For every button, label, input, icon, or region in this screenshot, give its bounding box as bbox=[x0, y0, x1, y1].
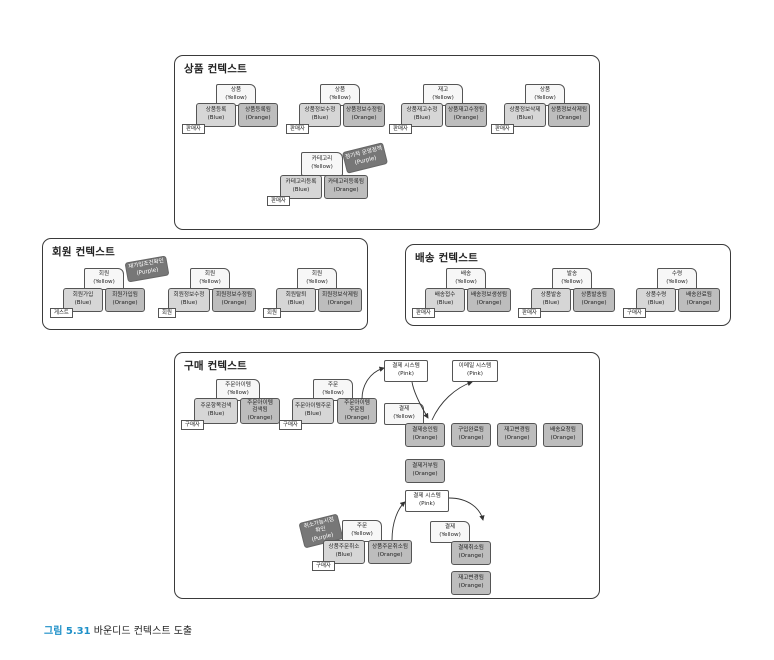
member-context-title: 회원 컨텍스트 bbox=[52, 246, 116, 258]
event-card: 결제취소됨 (Orange) bbox=[451, 541, 491, 565]
external-system-card: 결제 시스템 (Pink) bbox=[405, 490, 449, 512]
actor-label: 구매자 bbox=[181, 420, 204, 430]
aggregate-card: 회원 (Yellow) bbox=[84, 268, 124, 290]
actor-label: 구매자 bbox=[312, 561, 335, 571]
event-card: 상품주문취소됨 (Orange) bbox=[368, 540, 412, 564]
aggregate-card: 재고 (Yellow) bbox=[423, 84, 463, 106]
command-card: 상품등록 (Blue) bbox=[196, 103, 236, 127]
actor-label: 판매자 bbox=[182, 124, 205, 134]
command-card: 상품발송 (Blue) bbox=[531, 288, 571, 312]
command-card: 상품정보수정 (Blue) bbox=[299, 103, 341, 127]
event-card: 배송요청됨 (Orange) bbox=[543, 423, 583, 447]
command-card: 상품주문취소 (Blue) bbox=[323, 540, 365, 564]
product-context-title: 상품 컨텍스트 bbox=[184, 63, 248, 75]
actor-label: 판매자 bbox=[518, 308, 541, 318]
command-card: 주문아이템주문 (Blue) bbox=[292, 398, 334, 424]
event-card: 상품정보삭제됨 (Orange) bbox=[548, 103, 590, 127]
event-card: 상품정보수정됨 (Orange) bbox=[343, 103, 385, 127]
figure-caption-text: 바운디드 컨텍스트 도출 bbox=[93, 626, 193, 637]
event-card: 회원정보수정됨 (Orange) bbox=[212, 288, 256, 312]
event-card: 배송정보생성됨 (Orange) bbox=[467, 288, 511, 312]
command-card: 배송접수 (Blue) bbox=[425, 288, 465, 312]
aggregate-card: 회원 (Yellow) bbox=[297, 268, 337, 290]
event-card: 상품재고수정됨 (Orange) bbox=[445, 103, 487, 127]
event-card: 구입완료됨 (Orange) bbox=[451, 423, 491, 447]
delivery-context-title: 배송 컨텍스트 bbox=[415, 252, 479, 264]
external-system-card: 결제 시스템 (Pink) bbox=[384, 360, 428, 382]
actor-label: 판매자 bbox=[286, 124, 309, 134]
command-card: 주문항목검색 (Blue) bbox=[194, 398, 238, 424]
command-card: 카테고리등록 (Blue) bbox=[280, 175, 322, 199]
command-card: 상품재고수정 (Blue) bbox=[401, 103, 443, 127]
product-context: 상품 컨텍스트 bbox=[174, 55, 600, 230]
actor-label: 구매자 bbox=[623, 308, 646, 318]
actor-label: 게스트 bbox=[50, 308, 73, 318]
event-card: 주문아이템 주문됨 (Orange) bbox=[337, 398, 377, 424]
aggregate-card: 회원 (Yellow) bbox=[190, 268, 230, 290]
event-card: 재고변경됨 (Orange) bbox=[497, 423, 537, 447]
event-card: 상품발송됨 (Orange) bbox=[573, 288, 615, 312]
event-card: 재고변경됨 (Orange) bbox=[451, 571, 491, 595]
actor-label: 판매자 bbox=[389, 124, 412, 134]
figure-caption: 그림 5.31 바운디드 컨텍스트 도출 bbox=[44, 622, 192, 637]
command-card: 회원탈퇴 (Blue) bbox=[276, 288, 316, 312]
event-card: 결제거부됨 (Orange) bbox=[405, 459, 445, 483]
command-card: 상품정보삭제 (Blue) bbox=[504, 103, 546, 127]
figure-number: 그림 5.31 bbox=[44, 626, 91, 637]
order-context-title: 구매 컨텍스트 bbox=[184, 360, 248, 372]
aggregate-card: 주문 (Yellow) bbox=[342, 520, 382, 542]
actor-label: 판매자 bbox=[412, 308, 435, 318]
actor-label: 구매자 bbox=[279, 420, 302, 430]
event-card: 배송완료됨 (Orange) bbox=[678, 288, 720, 312]
aggregate-card: 결제 (Yellow) bbox=[430, 521, 470, 543]
event-card: 주문아이템 검색됨 (Orange) bbox=[240, 398, 280, 424]
aggregate-card: 결제 (Yellow) bbox=[384, 403, 424, 425]
actor-label: 판매자 bbox=[267, 196, 290, 206]
event-card: 상품등록됨 (Orange) bbox=[238, 103, 278, 127]
aggregate-card: 카테고리 (Yellow) bbox=[301, 152, 343, 176]
aggregate-card: 주문아이템 (Yellow) bbox=[216, 379, 260, 401]
event-card: 회원가입됨 (Orange) bbox=[105, 288, 145, 312]
aggregate-card: 배송 (Yellow) bbox=[446, 268, 486, 290]
event-card: 카테고리등록됨 (Orange) bbox=[324, 175, 368, 199]
aggregate-card: 상품 (Yellow) bbox=[216, 84, 256, 106]
aggregate-card: 주문 (Yellow) bbox=[313, 379, 353, 401]
external-system-card: 이메일 시스템 (Pink) bbox=[452, 360, 498, 382]
aggregate-card: 수령 (Yellow) bbox=[657, 268, 697, 290]
event-card: 결제승인됨 (Orange) bbox=[405, 423, 445, 447]
actor-label: 회원 bbox=[158, 308, 176, 318]
actor-label: 판매자 bbox=[491, 124, 514, 134]
actor-label: 회원 bbox=[263, 308, 281, 318]
event-card: 회원정보삭제됨 (Orange) bbox=[318, 288, 362, 312]
aggregate-card: 발송 (Yellow) bbox=[552, 268, 592, 290]
